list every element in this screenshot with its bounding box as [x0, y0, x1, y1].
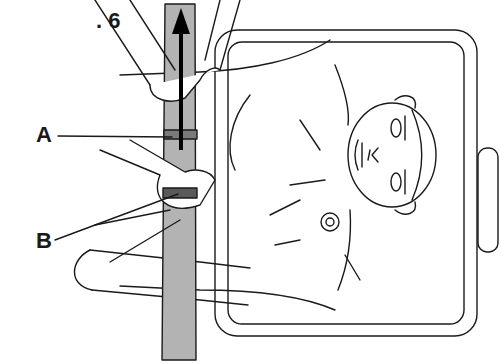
buckle: [163, 188, 197, 198]
caregiver-arm: [95, 210, 180, 262]
patient-elbow: [75, 250, 93, 290]
shoulder-line: [120, 286, 335, 310]
figure-number: . 6: [96, 10, 120, 32]
caregiver-hand: [150, 68, 220, 101]
mouth: [355, 140, 362, 170]
hairline: [412, 110, 422, 200]
nose: [368, 148, 378, 162]
eye: [391, 119, 401, 137]
caregiver-arm: [95, 0, 240, 85]
callout-letter: B: [36, 230, 52, 252]
collar-line: [270, 200, 360, 280]
leader-line: [58, 136, 172, 137]
chest-line: [230, 95, 250, 170]
neck-line: [335, 65, 348, 125]
stretcher-mattress: [228, 42, 464, 324]
neck-line: [338, 210, 351, 290]
ear: [395, 96, 415, 108]
eyebrow: [404, 116, 405, 194]
caregiver-hand: [100, 140, 215, 208]
stoma-ring: [321, 213, 339, 231]
stretcher-frame: [215, 30, 477, 336]
pull-arrow: [179, 30, 183, 150]
callout-letter: A: [36, 124, 52, 146]
head: [348, 103, 436, 207]
collar-line: [290, 120, 325, 185]
ear: [395, 202, 415, 214]
stretcher-handle: [478, 148, 498, 252]
leader-line: [55, 194, 178, 240]
arrow-head: [172, 8, 190, 34]
shoulder-line: [120, 40, 330, 75]
eye: [391, 173, 401, 191]
stoma-ring: [326, 218, 334, 226]
